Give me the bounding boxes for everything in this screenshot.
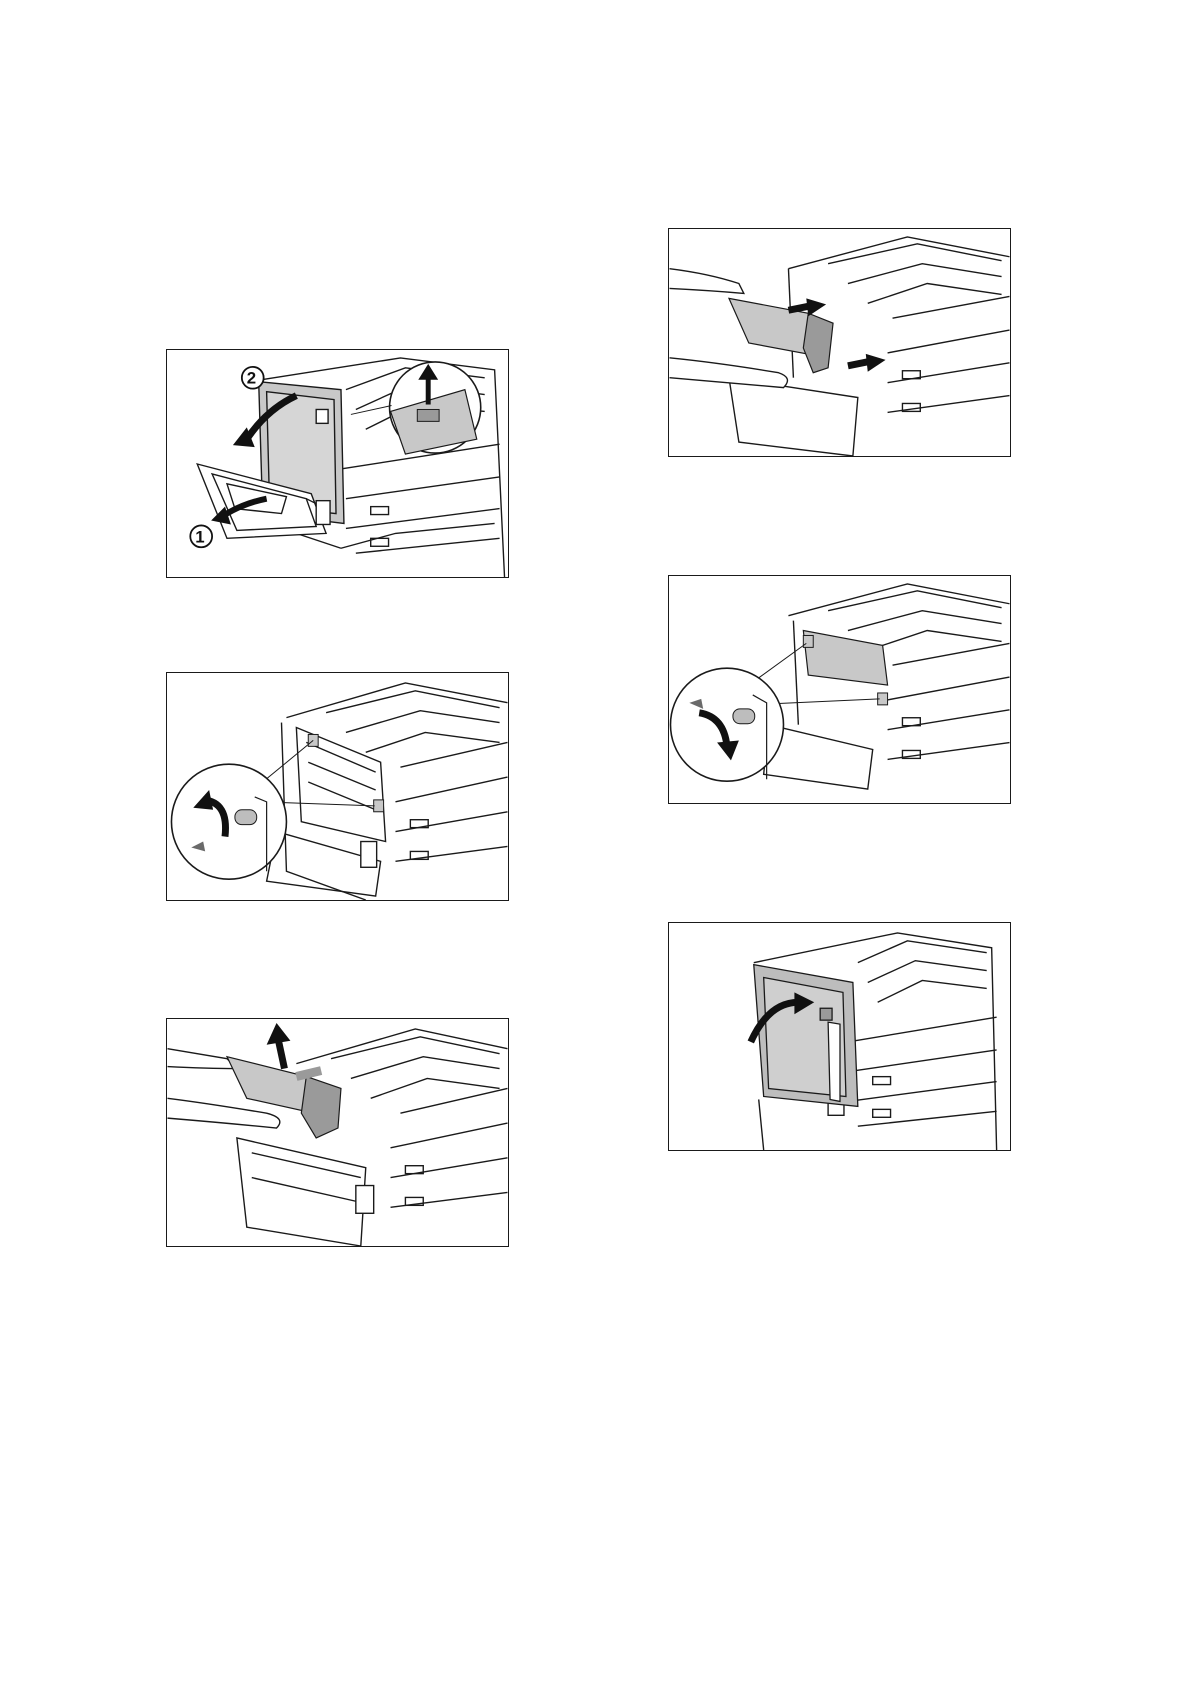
printer-illustration-lock-levers xyxy=(669,576,1010,803)
printer-illustration-release-levers xyxy=(167,673,508,900)
printer-illustration-open-cover: 2 1 xyxy=(167,350,508,577)
figure-lock-fuser-levers xyxy=(668,575,1011,804)
figure-open-left-cover: 2 1 xyxy=(166,349,509,578)
figure-close-left-cover xyxy=(668,922,1011,1151)
figure-insert-new-fuser-unit xyxy=(668,228,1011,457)
printer-illustration-close-cover xyxy=(669,923,1010,1150)
callout-1: 1 xyxy=(190,525,212,547)
printer-illustration-insert-fuser xyxy=(669,229,1010,456)
figure-release-fuser-levers xyxy=(166,672,509,901)
callout-1-label: 1 xyxy=(195,527,204,546)
figure-remove-fuser-unit xyxy=(166,1018,509,1247)
callout-2: 2 xyxy=(242,367,264,389)
printer-illustration-remove-fuser xyxy=(167,1019,508,1246)
callout-2-label: 2 xyxy=(247,369,256,388)
